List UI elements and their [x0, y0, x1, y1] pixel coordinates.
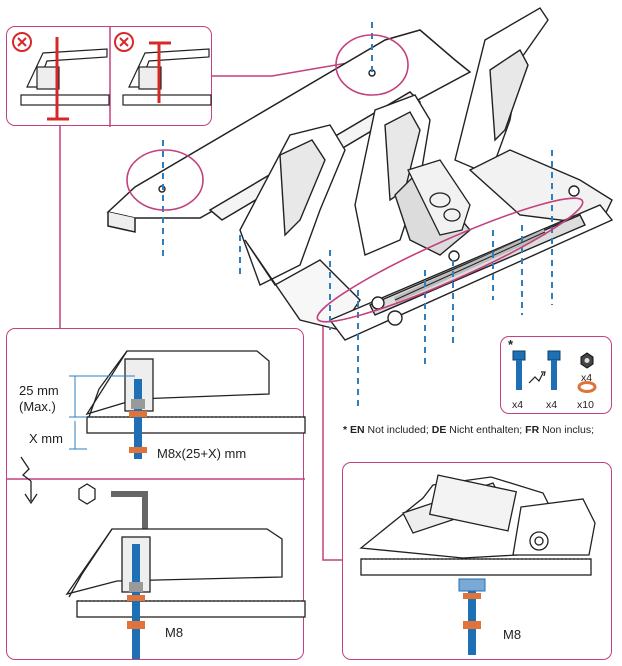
qty-screw-long: x4 [546, 399, 558, 411]
qty-nut: x4 [581, 372, 593, 384]
x-circle-icon [114, 32, 134, 52]
screw-long-icon [547, 350, 561, 390]
wrong-callout [6, 26, 212, 127]
right-screw-head [458, 578, 486, 592]
alignment-lines [162, 22, 553, 410]
max-length-suffix: (Max.) [19, 399, 56, 414]
pedal-right [454, 7, 613, 226]
qty-washer: x10 [577, 399, 594, 411]
thickness-label: X mm [29, 431, 63, 446]
hardware-asterisk: * [508, 337, 514, 352]
upper-screw [134, 379, 142, 459]
screw-detail-panel: 25 mm (Max.) X mm M8x(25+X) mm M8 [6, 328, 306, 660]
max-length-label: 25 mm [19, 383, 59, 398]
hinge-detail-panel: M8 [342, 462, 612, 660]
m8-lower-label: M8 [165, 625, 184, 640]
screw-short-icon [512, 350, 526, 390]
damper [407, 159, 471, 236]
x-circle-icon [12, 32, 32, 52]
hardware-box: * x4 x4 x4 x10 [500, 336, 612, 414]
m8-right-label: M8 [503, 627, 522, 642]
pedal-left [239, 124, 361, 331]
lower-screw [132, 544, 140, 659]
washer-icon [577, 381, 597, 393]
nut-icon [580, 352, 594, 369]
not-included-note: * EN Not included; DE Nicht enthalten; F… [343, 424, 595, 436]
screw-formula-label: M8x(25+X) mm [157, 446, 247, 461]
down-arrow-icon [20, 456, 38, 505]
highlight-ellipses [126, 34, 584, 323]
qty-screw-short: x4 [512, 399, 524, 411]
